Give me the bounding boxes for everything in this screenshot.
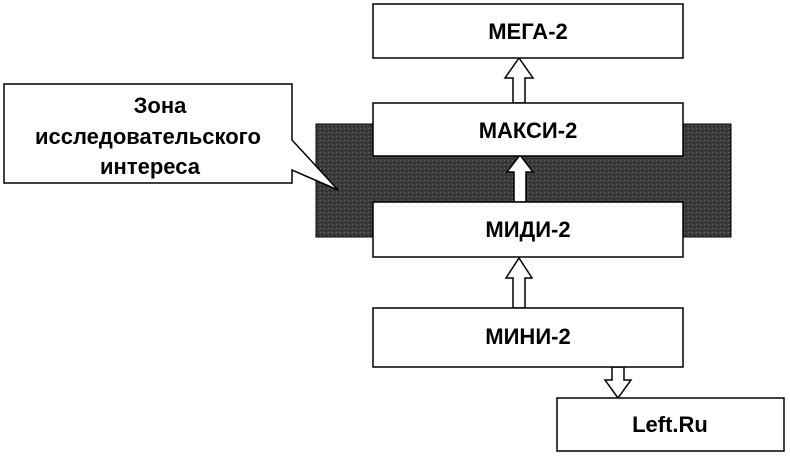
node-mini-label: МИНИ-2 bbox=[485, 324, 570, 349]
node-maxi-label: МАКСИ-2 bbox=[479, 118, 578, 143]
arrow-midi-to-maxi bbox=[505, 153, 535, 203]
node-mini: МИНИ-2 bbox=[372, 307, 684, 368]
node-left-ru: Left.Ru bbox=[556, 397, 785, 452]
arrow-mini-to-midi bbox=[504, 256, 534, 309]
node-left-ru-label: Left.Ru bbox=[632, 412, 708, 437]
node-maxi: МАКСИ-2 bbox=[372, 102, 684, 157]
callout-line-2: исследовательского bbox=[35, 124, 261, 149]
callout-line-3: интереса bbox=[100, 154, 201, 179]
node-midi: МИДИ-2 bbox=[372, 201, 684, 258]
node-mega: МЕГА-2 bbox=[372, 3, 684, 59]
callout-bubble bbox=[3, 83, 339, 191]
arrow-maxi-to-mega bbox=[503, 56, 535, 104]
node-midi-label: МИДИ-2 bbox=[485, 217, 570, 242]
arrow-mini-to-left bbox=[603, 366, 633, 400]
callout-line-1: Зона bbox=[134, 93, 188, 118]
node-mega-label: МЕГА-2 bbox=[488, 19, 568, 44]
